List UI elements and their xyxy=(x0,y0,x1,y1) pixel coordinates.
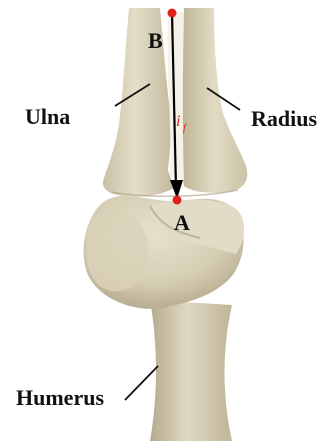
ulna-bone xyxy=(103,8,174,197)
ulna-label: Ulna xyxy=(25,104,70,129)
point-b-label: B xyxy=(148,28,163,53)
point-b-marker xyxy=(168,9,177,18)
radius-label: Radius xyxy=(251,106,317,131)
radius-bone xyxy=(182,8,248,193)
point-a-label: A xyxy=(174,210,190,235)
humerus-leader-line xyxy=(125,366,158,400)
vector-label: i xyxy=(176,113,180,130)
humerus-label: Humerus xyxy=(16,385,104,410)
point-a-marker xyxy=(173,196,182,205)
humerus-shaft xyxy=(150,300,232,441)
